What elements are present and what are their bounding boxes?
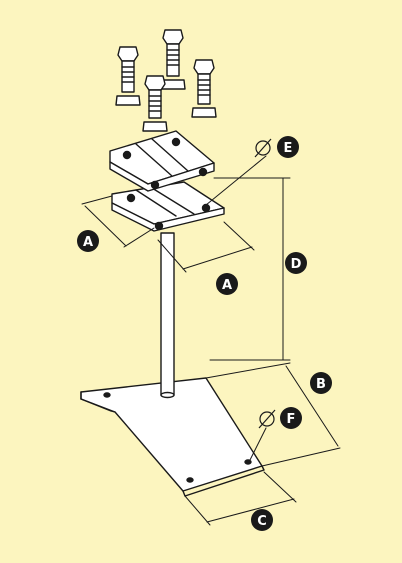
callout-b: B xyxy=(310,372,332,394)
clamp-hole xyxy=(198,167,208,177)
clamp-hole xyxy=(201,203,211,213)
callout-a-bottom: A xyxy=(216,273,238,295)
bolt xyxy=(142,75,168,132)
clamp-hole xyxy=(122,150,132,160)
callout-label: F xyxy=(287,412,296,427)
clamp-hole xyxy=(154,221,164,231)
callout-f: F xyxy=(280,407,302,429)
callout-e: E xyxy=(277,136,299,158)
clamp-hole xyxy=(126,193,136,203)
diameter-symbol-e xyxy=(254,138,272,158)
line-art xyxy=(80,29,265,497)
callout-a-left: A xyxy=(77,230,99,252)
bolt xyxy=(160,29,186,90)
bolt xyxy=(191,59,217,118)
callout-label: C xyxy=(257,514,267,529)
upper-clamp-plate xyxy=(109,130,215,192)
callout-c: C xyxy=(251,509,273,531)
bolt xyxy=(115,46,141,106)
callout-label: A xyxy=(83,235,93,250)
clamp-hole xyxy=(150,180,160,190)
diameter-symbol-f xyxy=(258,409,276,429)
clamp-hole xyxy=(171,137,181,147)
callout-d: D xyxy=(285,252,307,274)
base-hole xyxy=(103,392,111,398)
callout-label: E xyxy=(284,141,293,156)
post xyxy=(160,232,175,399)
callout-label: D xyxy=(291,257,302,272)
base-plate xyxy=(80,377,265,497)
callout-label: A xyxy=(222,278,232,293)
callout-label: B xyxy=(316,377,326,392)
dimension-lines xyxy=(81,155,341,526)
lower-clamp-plate xyxy=(111,181,225,232)
base-hole xyxy=(186,477,194,483)
base-hole xyxy=(244,459,252,465)
